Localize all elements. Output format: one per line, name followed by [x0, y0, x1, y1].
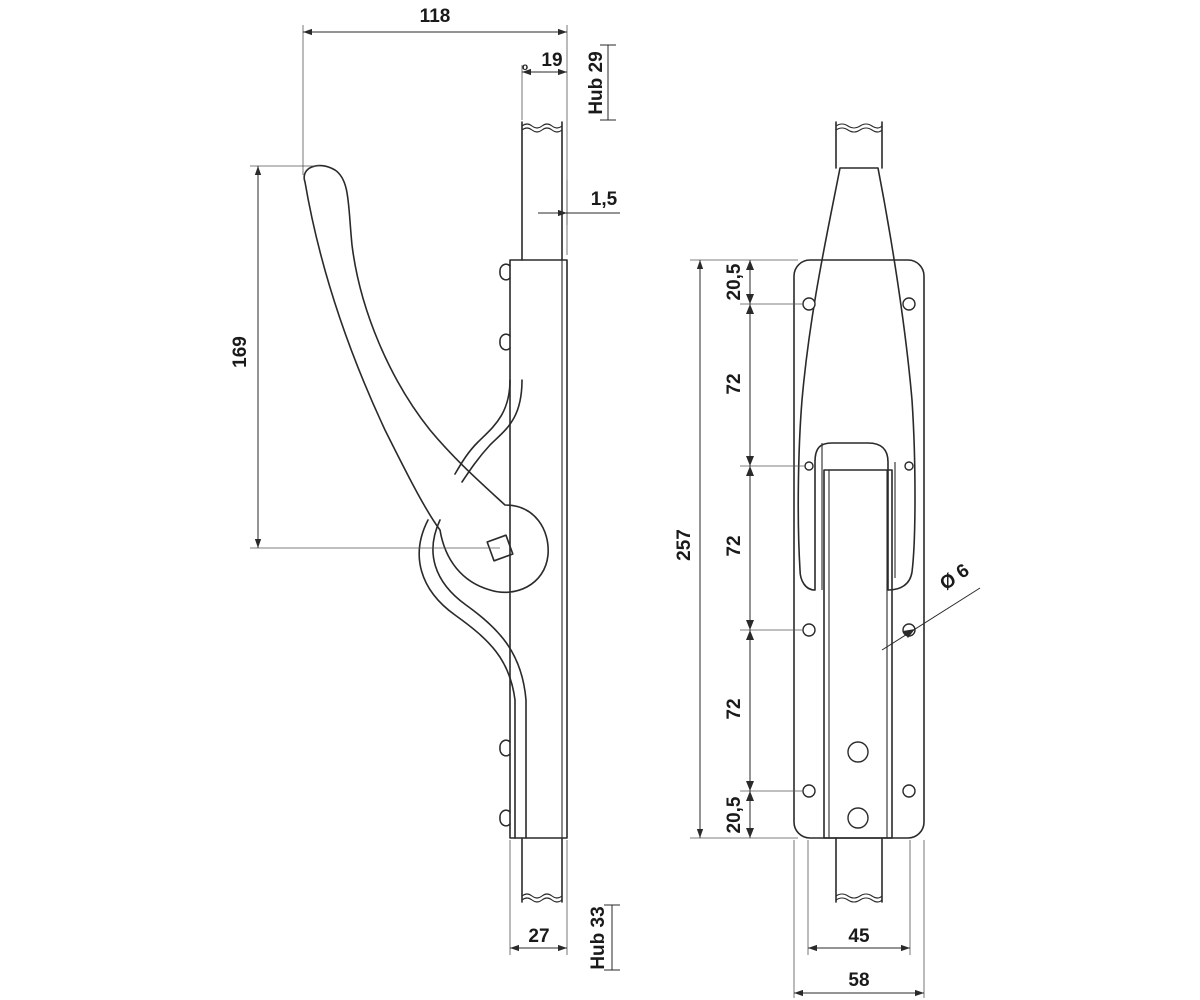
mounting-hole-icon [804, 461, 814, 471]
mounting-holes [802, 297, 916, 798]
dim-label: 20,5 [724, 796, 745, 833]
side-bracket [418, 379, 527, 839]
rivet-icon [499, 263, 511, 281]
dim-stroke-top: Hub 29 [586, 44, 616, 121]
dim-plate-width: 58 [793, 840, 925, 998]
dim-label: Ø 6 [936, 560, 973, 595]
front-view: 20,5 72 72 72 20,5 257 Ø 6 45 [674, 121, 981, 998]
rod-hole-icon [847, 741, 869, 763]
dim-label: 72 [724, 535, 745, 556]
dim-label: Hub 33 [588, 906, 609, 969]
dim-handle-height: 169 [230, 165, 500, 549]
dim-base-width: 27 [509, 840, 568, 955]
front-handle [797, 167, 916, 591]
dim-label: 45 [848, 926, 870, 947]
dim-label: 58 [848, 970, 869, 991]
dim-label: 72 [724, 698, 745, 719]
dim-label: 72 [724, 373, 745, 394]
dim-label: 20,5 [724, 263, 745, 300]
dim-label: 118 [420, 6, 451, 27]
dim-total-length: 257 [674, 260, 704, 838]
dim-rod-width: 45 [807, 840, 911, 955]
mounting-hole-icon [902, 297, 916, 311]
dim-hole-diameter: Ø 6 [881, 560, 981, 651]
mounting-hole-icon [802, 784, 816, 798]
rivet-icon [499, 333, 511, 351]
side-handle [303, 164, 549, 594]
mounting-hole-icon [904, 461, 914, 471]
dim-label: 1,5 [591, 189, 618, 210]
side-mounting-plate [499, 259, 568, 839]
dim-label: 257 [674, 529, 695, 561]
dim-label: 169 [230, 336, 251, 368]
front-rod-top [835, 121, 883, 169]
dim-overall-width: 118 [302, 6, 568, 255]
dim-label: 19 [541, 50, 562, 71]
side-rod-bottom [521, 837, 563, 903]
side-rod-top [521, 121, 563, 261]
dim-hole-spacing: 20,5 72 72 72 20,5 [690, 259, 805, 839]
mounting-hole-icon [802, 297, 816, 311]
mounting-hole-icon [802, 623, 816, 637]
rivet-icon [499, 809, 511, 827]
dim-stroke-bottom: Hub 33 [588, 904, 620, 971]
front-rod-bottom [835, 837, 883, 903]
rod-hole-icon [847, 807, 869, 829]
dim-rod-width: 19 o [521, 50, 567, 120]
dim-plate-thickness: 1,5 [538, 180, 620, 225]
front-slider [823, 469, 893, 839]
dim-label: 27 [528, 926, 549, 947]
side-view: 118 19 o Hub 29 1,5 169 [230, 6, 620, 971]
dim-label: Hub 29 [586, 51, 607, 114]
mounting-hole-icon [902, 784, 916, 798]
small-mark-label: o [522, 62, 528, 73]
square-drive-icon [486, 534, 514, 562]
rivet-icon [499, 739, 511, 757]
